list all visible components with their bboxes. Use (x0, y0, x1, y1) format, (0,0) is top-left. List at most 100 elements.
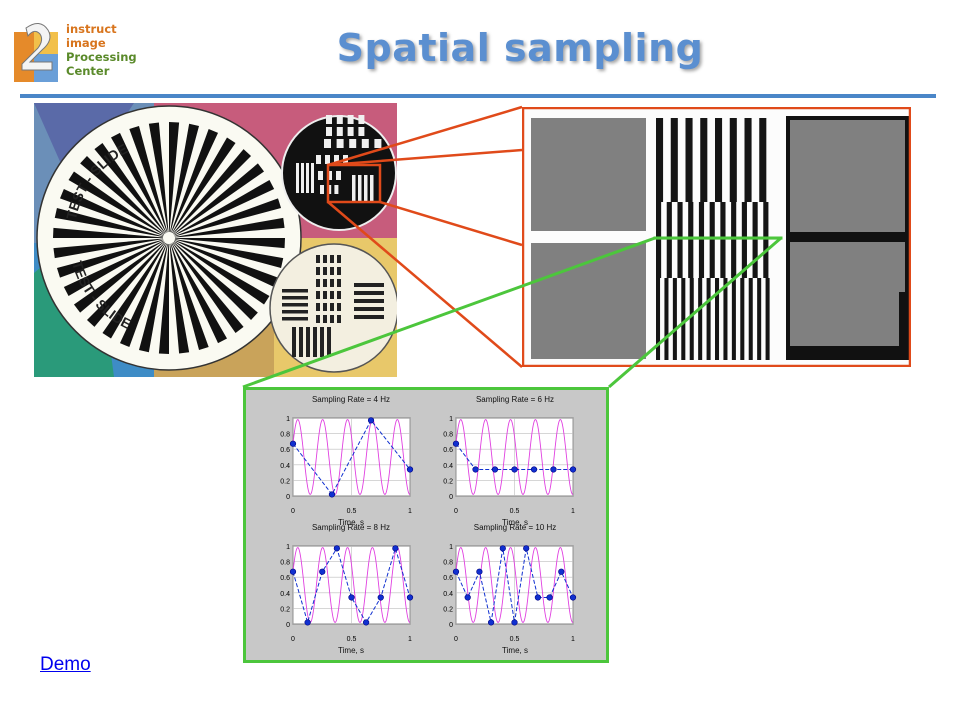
zoom-bar (729, 118, 737, 202)
target-bar (336, 171, 341, 180)
xtick-0: 0 (291, 508, 295, 515)
zoom-bar (723, 278, 728, 360)
sample-point (534, 594, 542, 601)
wheel-wedge (169, 123, 200, 238)
continuous-signal-line (455, 547, 574, 623)
target-bar (361, 139, 369, 148)
zoom-bar (656, 118, 664, 202)
target-bar (337, 291, 341, 299)
wheel-wedge (169, 238, 190, 354)
xtick-0: 0 (291, 636, 295, 643)
demo-link[interactable]: Demo (40, 654, 91, 675)
sample-point (569, 594, 577, 601)
sampling-plots-panel: Sampling Rate = 4 Hz Time, s 0 0.2 0.4 0… (243, 387, 609, 663)
target-bar (299, 327, 303, 357)
wheel-wedge (53, 227, 169, 238)
sampling-plots-figure: Sampling Rate = 4 Hz Time, s 0 0.2 0.4 0… (243, 387, 609, 663)
wheel-wedge (169, 137, 236, 238)
target-bar (330, 303, 334, 311)
target-bar (316, 315, 320, 323)
zoom-bar (731, 202, 737, 278)
sample-point (472, 466, 479, 473)
xtick-0: 0 (454, 636, 458, 643)
target-bar (323, 303, 327, 311)
target-bar (325, 155, 330, 164)
wheel-wedge (169, 217, 285, 238)
target-bar (326, 115, 332, 124)
wheel-wedge (56, 238, 169, 278)
wheel-wedge (169, 238, 227, 344)
target-bar (364, 175, 368, 201)
ytick-0-2: 0.2 (280, 478, 290, 485)
ytick-1: 1 (286, 416, 290, 423)
wheel-wedge (119, 238, 169, 348)
target-bar (336, 139, 344, 148)
zoom-bar (689, 278, 694, 360)
sample-point (406, 466, 414, 473)
xtick-1: 1 (571, 636, 575, 643)
target-bar (323, 255, 327, 263)
target-bar (358, 175, 362, 201)
zoom-bar (681, 278, 686, 360)
subplot-1-xticks: 0 0.5 1 (291, 508, 412, 515)
subplot-1-xlabel: Time, s (338, 518, 364, 527)
subplot-4-yticks: 0 0.2 0.4 0.6 0.8 1 (443, 544, 453, 629)
subplot-1-title: Sampling Rate = 4 Hz (312, 395, 390, 404)
subplot-2-xticks: 0 0.5 1 (454, 508, 575, 515)
zoom-bar (748, 278, 753, 360)
sample-point (511, 466, 518, 473)
wheel-wedge (86, 238, 169, 327)
zoom-bar (685, 118, 693, 202)
ytick-0-4: 0.4 (443, 463, 453, 470)
target-bar (306, 163, 309, 193)
subplot-4-xlabel: Time, s (502, 646, 528, 655)
subplot-2-xlabel: Time, s (502, 518, 528, 527)
target-bar (370, 175, 374, 201)
slide-title: Spatial sampling (336, 26, 704, 70)
sample-point (569, 466, 577, 473)
zoom-bar (759, 118, 767, 202)
subplot-3: Sampling Rate = 8 Hz Time, s 0 0.2 0.4 0… (280, 523, 412, 655)
subplot-3-xlabel: Time, s (338, 646, 364, 655)
subplot-1-yticks: 0 0.2 0.4 0.6 0.8 1 (280, 416, 290, 501)
zoom-bar (700, 118, 708, 202)
sample-point (363, 619, 370, 626)
target-bar (354, 283, 384, 287)
sample-point (511, 619, 518, 626)
xtick-1: 1 (571, 508, 575, 515)
test-slide-photo: TEST - SLIDE TEST - SLIDE (34, 103, 397, 377)
wheel-wedge (169, 238, 209, 351)
sample-point (476, 568, 483, 575)
ytick-0: 0 (286, 494, 290, 501)
target-bar (313, 327, 317, 357)
target-bar (323, 279, 327, 287)
wheel-wedge (129, 125, 169, 238)
zoom-bar (715, 118, 723, 202)
xtick-1: 1 (408, 508, 412, 515)
sample-point (499, 545, 506, 552)
wheel-wedge (73, 238, 169, 313)
subplot-3-yticks: 0 0.2 0.4 0.6 0.8 1 (280, 544, 290, 629)
target-bar (349, 139, 357, 148)
logo: instruct image Processing Center (12, 18, 142, 86)
wheel-wedge (169, 122, 180, 238)
zoom-bar (698, 278, 703, 360)
ytick-0-4: 0.4 (280, 463, 290, 470)
ytick-1: 1 (449, 416, 453, 423)
wheel-wedge (68, 171, 169, 238)
target-bar (282, 289, 308, 293)
ytick-0-2: 0.2 (280, 606, 290, 613)
wheel-wedge (63, 238, 169, 296)
target-bar (347, 127, 354, 136)
target-bar (334, 185, 339, 194)
zoom-bar (741, 202, 747, 278)
ytick-0-6: 0.6 (443, 447, 453, 454)
zoom-bar (672, 278, 677, 360)
target-bar (327, 185, 332, 194)
sample-point (488, 619, 495, 626)
target-bar (301, 163, 304, 193)
ytick-0: 0 (286, 622, 290, 629)
sample-point (546, 594, 553, 601)
sample-point (558, 568, 565, 575)
wheel-wedge (94, 142, 169, 238)
